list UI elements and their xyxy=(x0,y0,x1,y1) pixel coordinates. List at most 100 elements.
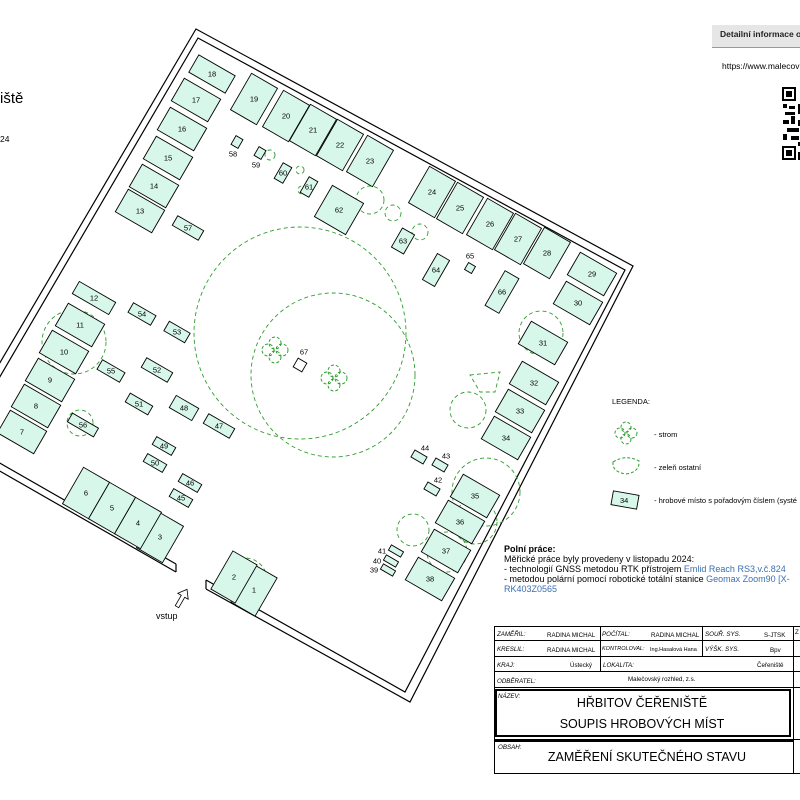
grave-plot-63[interactable]: 63 xyxy=(390,227,416,255)
grave-plot-32[interactable]: 32 xyxy=(508,360,560,406)
grave-plot-36[interactable]: 36 xyxy=(434,499,486,545)
grave-plot-65[interactable]: 65 xyxy=(458,248,482,275)
grave-number: 58 xyxy=(229,150,237,159)
tb-kraj-label: KRAJ: xyxy=(497,662,515,669)
grave-plot-43[interactable]: 43 xyxy=(431,447,455,473)
grave-rect xyxy=(230,135,244,149)
qr-code-icon[interactable] xyxy=(781,86,800,164)
grave-plot-66[interactable]: 66 xyxy=(484,270,520,314)
grave-rect xyxy=(463,261,477,275)
grave-plot-35[interactable]: 35 xyxy=(449,473,501,519)
grave-rect xyxy=(163,320,191,344)
grave-plot-9[interactable]: 9 xyxy=(24,357,76,403)
grave-plot-45[interactable]: 45 xyxy=(168,487,194,509)
grave-plot-18[interactable]: 18 xyxy=(188,54,236,94)
grave-plot-64[interactable]: 64 xyxy=(421,252,451,288)
grave-plot-61[interactable]: 61 xyxy=(299,176,319,198)
grave-number: 52 xyxy=(153,366,161,375)
grave-plot-2[interactable]: 2 xyxy=(210,550,258,604)
grave-plot-6[interactable]: 6 xyxy=(61,466,111,520)
grave-plot-59[interactable]: 59 xyxy=(247,146,269,173)
grave-plot-23[interactable]: 23 xyxy=(345,134,395,188)
grave-plot-21[interactable]: 21 xyxy=(288,103,338,157)
grave-plot-40[interactable]: 40 xyxy=(369,549,400,575)
tb-zamerl: RADINA MICHAL xyxy=(547,632,596,639)
grave-plot-15[interactable]: 15 xyxy=(142,135,194,181)
grave-plot-38[interactable]: 38 xyxy=(404,556,456,602)
grave-number: 10 xyxy=(60,348,68,357)
grave-rect xyxy=(315,118,365,172)
tb-odberatel-label: ODBĚRATEL: xyxy=(497,678,536,685)
grave-plot-30[interactable]: 30 xyxy=(552,280,604,326)
grave-plot-12[interactable]: 12 xyxy=(71,280,117,316)
grave-plot-46[interactable]: 46 xyxy=(177,472,203,494)
grave-plot-39[interactable]: 39 xyxy=(366,558,397,584)
legend-grave-number: 34 xyxy=(620,496,629,505)
grave-plot-13[interactable]: 13 xyxy=(114,188,166,234)
tb-obsah: ZAMĚŘENÍ SKUTEČNÉHO STAVU xyxy=(547,750,747,764)
grave-plot-58[interactable]: 58 xyxy=(224,135,246,162)
grave-plot-19[interactable]: 19 xyxy=(229,72,279,126)
grave-plot-31[interactable]: 31 xyxy=(517,320,569,366)
grave-plot-62[interactable]: 62 xyxy=(313,184,365,236)
grave-number: 47 xyxy=(215,422,223,431)
grave-plot-11[interactable]: 11 xyxy=(54,302,106,348)
legend-grave-icon xyxy=(610,490,640,510)
grave-plot-33[interactable]: 33 xyxy=(494,388,546,434)
tb-nazev-1: HŘBITOV ČEŘENIŠTĚ xyxy=(576,696,708,710)
entrance-label: vstup xyxy=(156,611,178,621)
grave-rect xyxy=(54,302,106,348)
grave-rect xyxy=(273,162,293,184)
grave-plot-49[interactable]: 49 xyxy=(151,435,177,457)
grave-plot-67[interactable]: 67 xyxy=(290,344,314,373)
grave-plot-42[interactable]: 42 xyxy=(423,471,447,497)
grave-plot-48[interactable]: 48 xyxy=(168,394,200,422)
grave-plot-44[interactable]: 44 xyxy=(410,439,434,465)
grave-plot-25[interactable]: 25 xyxy=(435,181,485,235)
grave-plot-14[interactable]: 14 xyxy=(128,163,180,209)
grave-plot-7[interactable]: 7 xyxy=(0,409,48,455)
grave-rect xyxy=(292,357,308,373)
grave-number: 33 xyxy=(516,407,524,416)
grave-plot-52[interactable]: 52 xyxy=(140,357,174,383)
grave-plot-22[interactable]: 22 xyxy=(315,118,365,172)
grave-number: 36 xyxy=(456,518,464,527)
grave-plot-28[interactable]: 28 xyxy=(522,226,572,280)
grave-number: 25 xyxy=(456,204,464,213)
grave-plot-60[interactable]: 60 xyxy=(273,162,293,184)
greenery-blob xyxy=(384,204,402,222)
grave-plot-51[interactable]: 51 xyxy=(124,392,154,416)
grave-rect xyxy=(140,357,174,383)
grave-plot-50[interactable]: 50 xyxy=(142,452,168,474)
grave-plot-54[interactable]: 54 xyxy=(127,302,157,326)
grave-plot-26[interactable]: 26 xyxy=(465,197,515,251)
grave-plot-57[interactable]: 57 xyxy=(171,215,205,241)
grave-plot-41[interactable]: 41 xyxy=(374,539,405,565)
grave-plot-24[interactable]: 24 xyxy=(407,165,457,219)
grave-number: 17 xyxy=(192,96,200,105)
detail-url[interactable]: https://www.malecov xyxy=(722,61,800,71)
grave-number: 11 xyxy=(76,321,84,330)
grave-plot-34[interactable]: 34 xyxy=(480,415,532,461)
grave-plot-56[interactable]: 56 xyxy=(66,412,100,438)
entrance-arrow-icon xyxy=(174,588,189,609)
grave-number: 31 xyxy=(539,339,547,348)
grave-rect xyxy=(420,528,472,574)
grave-plot-29[interactable]: 29 xyxy=(566,251,618,297)
grave-plot-55[interactable]: 55 xyxy=(96,359,126,383)
grave-plot-53[interactable]: 53 xyxy=(163,320,191,344)
grave-number: 61 xyxy=(305,183,313,192)
grave-plot-10[interactable]: 10 xyxy=(38,329,90,375)
grave-rect xyxy=(210,550,258,604)
grave-number: 9 xyxy=(48,376,52,385)
grave-plot-16[interactable]: 16 xyxy=(156,106,208,152)
grave-plot-8[interactable]: 8 xyxy=(10,383,62,429)
grave-plot-47[interactable]: 47 xyxy=(202,413,236,439)
grave-number: 37 xyxy=(442,547,450,556)
grave-number: 53 xyxy=(173,328,181,337)
legend-title: LEGENDA: xyxy=(612,397,650,406)
grave-plot-27[interactable]: 27 xyxy=(493,212,543,266)
grave-plot-37[interactable]: 37 xyxy=(420,528,472,574)
tb-lokalita-label: LOKALITA: xyxy=(603,662,634,669)
grave-plot-17[interactable]: 17 xyxy=(170,77,222,123)
